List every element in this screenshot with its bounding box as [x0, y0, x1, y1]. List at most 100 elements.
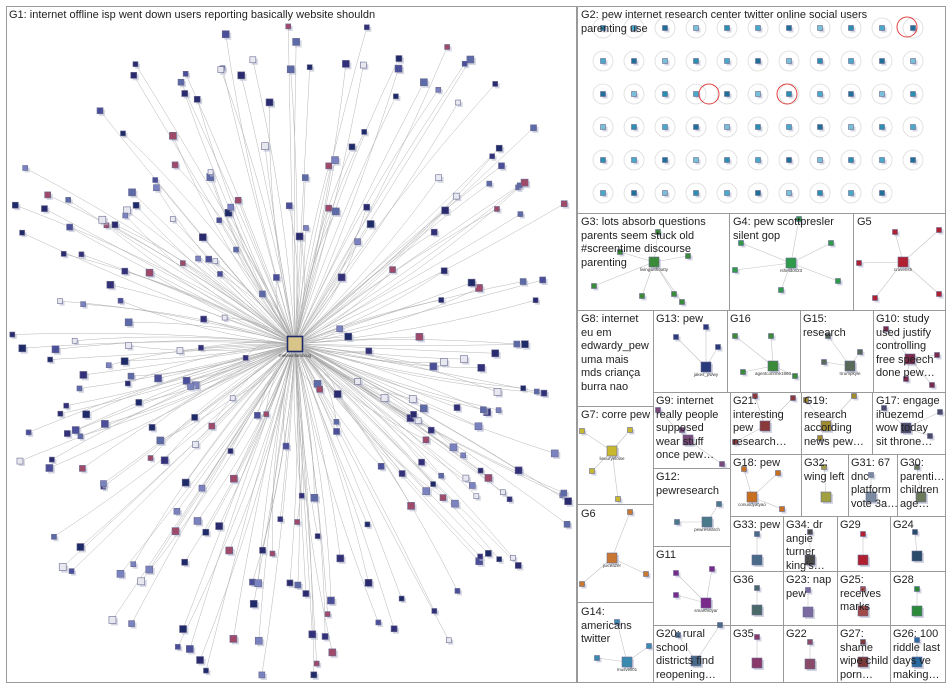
g19-hub-node — [820, 420, 832, 432]
g1-node — [310, 671, 318, 679]
g21-node — [752, 393, 758, 399]
edge — [294, 89, 439, 345]
g1-node — [130, 72, 138, 79]
g2-loop — [654, 182, 676, 204]
g1-node — [181, 558, 188, 566]
g5-node — [872, 295, 878, 301]
g1-node — [259, 290, 266, 298]
edge — [874, 261, 904, 299]
g1-node — [294, 581, 302, 589]
g3-node — [655, 229, 661, 235]
g2-loop — [778, 182, 800, 204]
g1-node — [430, 228, 438, 236]
edge — [211, 343, 296, 427]
g6-hub-label: juiceazer — [602, 563, 622, 568]
edge — [261, 343, 296, 675]
edge — [186, 343, 296, 382]
g2-node — [755, 25, 761, 31]
edge — [593, 261, 655, 287]
edge — [294, 343, 458, 592]
edge — [294, 343, 500, 560]
g1-node — [513, 340, 521, 348]
g1-node — [229, 635, 238, 643]
edge — [69, 226, 296, 345]
g2-node — [631, 124, 637, 130]
g1-node — [500, 489, 506, 496]
g1-node — [186, 645, 194, 653]
g22-hub-node — [804, 658, 816, 670]
group-box-g11 — [653, 546, 731, 626]
g15-node — [857, 349, 863, 355]
g27-node — [860, 639, 866, 645]
g1-node — [485, 550, 492, 557]
edge — [294, 343, 412, 506]
edge — [294, 165, 502, 345]
g12-node — [716, 501, 722, 507]
g5-hub-label: cravensh — [894, 267, 913, 272]
g1-node — [207, 169, 214, 175]
g1-hub-label: melanielambrug — [279, 353, 312, 358]
edge — [60, 300, 296, 345]
edge — [66, 343, 296, 406]
g5-node — [892, 229, 898, 235]
edge — [294, 211, 337, 345]
g1-node — [122, 212, 129, 219]
edge — [294, 343, 519, 471]
g15-hub-node — [844, 360, 856, 372]
g2-loop — [685, 83, 707, 105]
g21-node — [790, 395, 796, 401]
g1-node — [328, 648, 337, 657]
g4-hub-node — [785, 257, 797, 269]
g2-node — [724, 91, 730, 97]
g1-node — [474, 422, 483, 431]
g1-node — [342, 60, 350, 68]
g1-node — [332, 207, 340, 216]
g32-node — [821, 464, 827, 470]
g2-node — [879, 58, 885, 64]
edge — [135, 205, 296, 345]
g2-node — [600, 91, 606, 97]
edge — [294, 131, 365, 345]
g1-node — [259, 547, 266, 554]
g1-node — [420, 78, 428, 87]
g1-node — [63, 402, 70, 409]
g2-loop — [685, 149, 707, 171]
g1-node — [495, 144, 503, 152]
g4-node — [738, 240, 744, 246]
g1-node — [199, 233, 207, 242]
g2-loop — [592, 83, 614, 105]
g2-loop — [840, 149, 862, 171]
g2-node — [879, 124, 885, 130]
g1-node — [124, 318, 133, 327]
edge — [294, 343, 422, 463]
g7-hub-label: lieuuryeloise — [599, 456, 625, 461]
g19-node — [803, 397, 809, 403]
group-box-g26 — [890, 625, 946, 683]
edge — [49, 343, 296, 469]
g1-node — [18, 344, 27, 353]
g1-node — [191, 414, 198, 421]
edge — [294, 59, 471, 345]
g1-node — [160, 456, 169, 465]
group-box-g8 — [577, 310, 654, 407]
g2-node — [786, 124, 792, 130]
g2-node — [724, 157, 730, 163]
edge — [294, 241, 358, 345]
g1-node — [462, 474, 470, 482]
g11-node — [673, 570, 679, 576]
edge — [179, 343, 296, 351]
g5-node — [856, 260, 862, 266]
g1-node — [258, 671, 266, 679]
edge — [294, 177, 306, 345]
g2-loop — [902, 17, 924, 39]
edge — [124, 270, 296, 345]
edge — [902, 229, 940, 263]
g2-node — [600, 25, 606, 31]
g1-node — [45, 464, 54, 472]
g29-hub-node — [857, 554, 869, 566]
g26-node — [914, 637, 920, 643]
group-box-g31 — [848, 454, 898, 517]
edge — [294, 46, 448, 345]
g1-node — [560, 489, 568, 497]
